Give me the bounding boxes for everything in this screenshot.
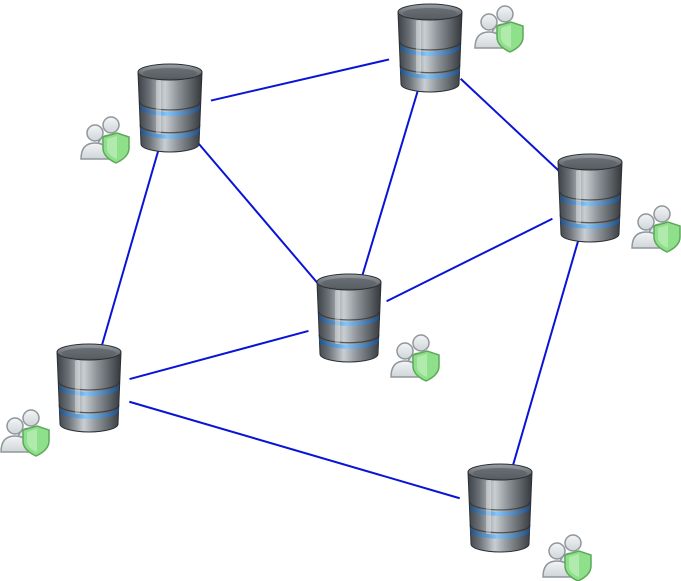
connections-layer [99, 58, 580, 500]
database-icon-db-left [56, 343, 122, 433]
edge-db-upper-left-db-top [210, 58, 390, 102]
users-shield-icon-db-right [631, 205, 681, 253]
database-icon-db-right [557, 153, 623, 243]
database-icon-db-bottom [467, 463, 533, 553]
edge-db-top-db-center [360, 89, 419, 281]
database-icon-db-upper-left [137, 63, 203, 153]
users-shield-icon-db-left [0, 409, 50, 457]
edge-db-center-db-left [129, 329, 309, 381]
database-icon-db-top [397, 3, 463, 93]
edge-db-upper-left-db-center [196, 141, 323, 289]
users-shield-icon-db-top [474, 5, 524, 53]
edge-db-left-db-bottom [129, 400, 460, 500]
edge-db-right-db-bottom [510, 240, 580, 470]
nodes-layer [0, 3, 681, 581]
users-shield-icon-db-center [390, 334, 440, 382]
users-shield-icon-db-bottom [542, 534, 592, 581]
edge-db-top-db-right [459, 77, 561, 173]
edge-db-right-db-center [386, 217, 553, 303]
edge-db-upper-left-db-left [99, 150, 160, 350]
users-shield-icon-db-upper-left [80, 116, 130, 164]
database-icon-db-center [316, 273, 382, 363]
